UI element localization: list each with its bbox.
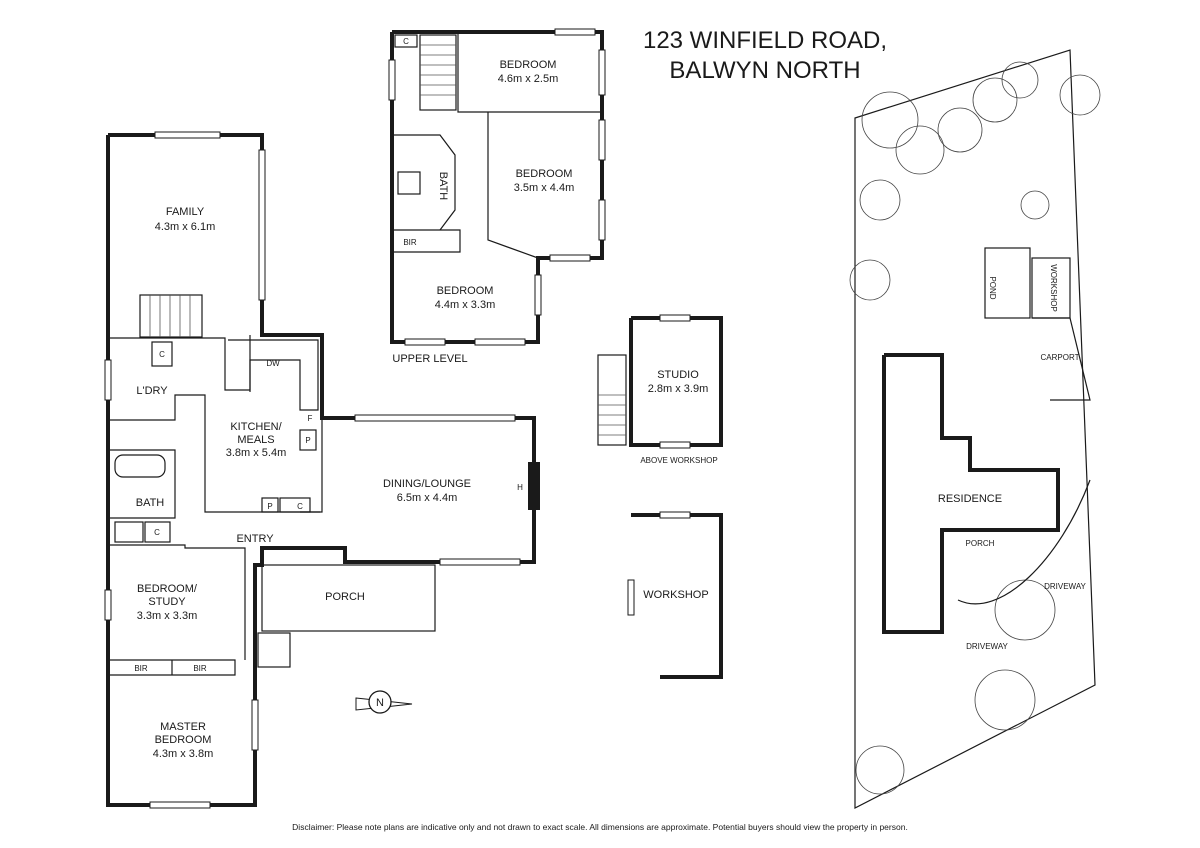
upper-wall-3 — [392, 229, 461, 253]
label-master-2: BEDROOM — [155, 734, 212, 746]
label-dining: DINING/LOUNGE — [383, 478, 471, 490]
label-workshop: WORKSHOP — [643, 589, 708, 601]
residence-outline — [882, 353, 1060, 634]
upper-wall-1 — [457, 32, 602, 113]
north-label: N — [376, 697, 384, 709]
pantry-p2 — [261, 497, 279, 513]
studio-plan: STUDIO 2.8m x 3.9m ABOVE WORKSHOP — [597, 314, 723, 465]
label-laundry: L'DRY — [136, 385, 168, 397]
site-carport — [1032, 317, 1091, 401]
pantry-p — [299, 429, 317, 451]
label-upper-level: UPPER LEVEL — [392, 353, 467, 365]
label-c-1: C — [159, 350, 165, 359]
site-pond-area — [984, 247, 1031, 319]
label-h: H — [517, 483, 523, 492]
upper-c-box — [394, 34, 418, 48]
wall-family-kitchen — [108, 335, 251, 391]
label-study-2: STUDY — [148, 596, 186, 608]
upper-bath-wall — [392, 134, 456, 231]
dims-dining: 6.5m x 4.4m — [397, 492, 458, 504]
north-arrow-circle — [368, 690, 392, 714]
label-p-2: P — [267, 502, 272, 511]
label-site-workshop: WORKSHOP — [1049, 264, 1058, 312]
dims-family: 4.3m x 6.1m — [155, 221, 216, 233]
porch-steps — [257, 632, 291, 668]
label-dw: DW — [266, 359, 280, 368]
ground-floor-plan: FAMILY 4.3m x 6.1m KITCHEN/ MEALS 3.8m x… — [104, 131, 540, 809]
studio-outer-wall — [629, 316, 723, 447]
label-site-pond: POND — [988, 276, 997, 299]
shower — [114, 521, 144, 543]
wall-entry — [108, 544, 246, 660]
cupboard-c1 — [151, 341, 173, 367]
driveway-path — [957, 479, 1091, 605]
label-entry: ENTRY — [236, 533, 274, 545]
upper-wall-2 — [487, 112, 539, 259]
label-upper-bir: BIR — [403, 238, 417, 247]
label-porch: PORCH — [325, 591, 365, 603]
upper-level-plan: BEDROOM 4.6m x 2.5m BEDROOM 3.5m x 4.4m … — [388, 28, 606, 365]
label-bir-2: BIR — [193, 664, 207, 673]
ground-stair — [139, 294, 203, 338]
label-ground-bath: BATH — [136, 497, 165, 509]
label-site-driveway-2: DRIVEWAY — [966, 642, 1008, 651]
label-upper-bedroom-3: BEDROOM — [437, 285, 494, 297]
workshop-plan: WORKSHOP — [627, 511, 723, 679]
fireplace — [528, 462, 540, 510]
label-study-1: BEDROOM/ — [137, 583, 198, 595]
label-kitchen-2: MEALS — [237, 434, 274, 446]
label-bir-1: BIR — [134, 664, 148, 673]
label-upper-bedroom-2: BEDROOM — [516, 168, 573, 180]
dims-upper-bedroom-2: 3.5m x 4.4m — [514, 182, 575, 194]
wall-laundry — [108, 394, 320, 513]
label-site-carport: CARPORT — [1041, 353, 1080, 362]
dims-study: 3.3m x 3.3m — [137, 610, 198, 622]
dims-upper-bedroom-3: 4.4m x 3.3m — [435, 299, 496, 311]
north-arrow: N — [355, 690, 413, 714]
wall-bath — [108, 449, 176, 519]
label-c-2: C — [297, 502, 303, 511]
label-site-porch: PORCH — [966, 539, 995, 548]
upper-shower — [397, 171, 421, 195]
label-family: FAMILY — [166, 206, 205, 218]
site-plan: RESIDENCE PORCH DRIVEWAY DRIVEWAY CARPOR… — [849, 49, 1101, 809]
ground-outer-wall — [106, 133, 536, 807]
label-upper-bedroom-1: BEDROOM — [500, 59, 557, 71]
title-line-1: 123 WINFIELD ROAD, — [643, 27, 887, 54]
studio-stair — [597, 354, 627, 446]
label-site-driveway-1: DRIVEWAY — [1044, 582, 1086, 591]
label-kitchen-1: KITCHEN/ — [230, 421, 282, 433]
site-boundary — [854, 49, 1096, 809]
dims-master: 4.3m x 3.8m — [153, 748, 214, 760]
title-block: 123 WINFIELD ROAD, BALWYN NORTH — [643, 27, 887, 84]
upper-stair — [419, 34, 457, 111]
dims-kitchen: 3.8m x 5.4m — [226, 447, 287, 459]
disclaimer: Disclaimer: Please note plans are indica… — [292, 822, 908, 832]
label-master-1: MASTER — [160, 721, 206, 733]
porch-outline — [261, 564, 436, 632]
kitchen-bench — [228, 339, 319, 411]
label-studio: STUDIO — [657, 369, 699, 381]
title-line-2: BALWYN NORTH — [669, 57, 860, 84]
bathtub — [114, 454, 166, 478]
label-p-1: P — [305, 436, 310, 445]
label-upper-c: C — [403, 37, 409, 46]
dims-upper-bedroom-1: 4.6m x 2.5m — [498, 73, 559, 85]
site-trees — [849, 61, 1101, 795]
label-site-residence: RESIDENCE — [938, 493, 1002, 505]
dims-studio: 2.8m x 3.9m — [648, 383, 709, 395]
label-c-3: C — [154, 528, 160, 537]
label-upper-bath: BATH — [437, 172, 449, 201]
label-above-workshop: ABOVE WORKSHOP — [640, 456, 717, 465]
cupboard-c2 — [279, 497, 311, 513]
cupboard-c3 — [144, 521, 171, 543]
label-f: F — [308, 414, 313, 423]
